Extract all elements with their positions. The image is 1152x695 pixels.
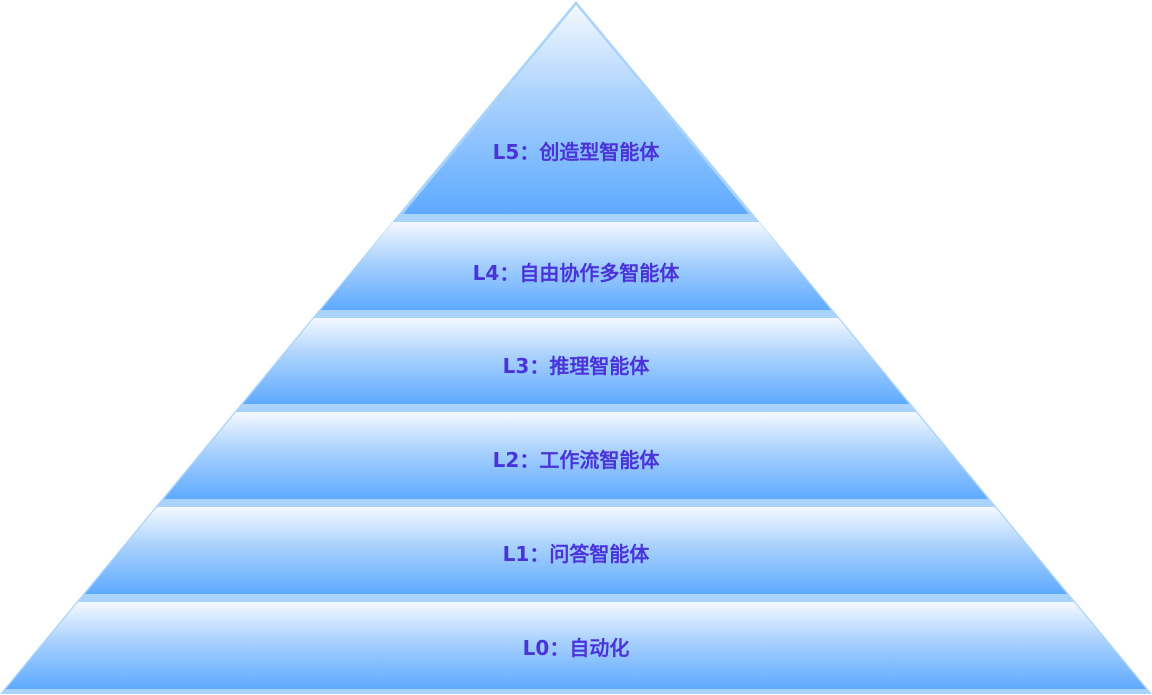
layer-l5-label: L5：创造型智能体 <box>492 140 660 164</box>
layer-l2-shape <box>164 412 988 499</box>
layer-l4-label: L4：自由协作多智能体 <box>472 261 680 285</box>
layer-l1-shape <box>85 507 1067 594</box>
layer-l0-label: L0：自动化 <box>522 636 630 660</box>
layer-l1-label: L1：问答智能体 <box>502 542 650 566</box>
layer-l0-shape <box>6 602 1146 689</box>
layer-l2-label: L2：工作流智能体 <box>492 448 660 472</box>
layer-l3-label: L3：推理智能体 <box>502 354 650 378</box>
layer-l4-shape <box>321 222 831 310</box>
layer-l3-shape <box>243 318 909 404</box>
layer-l5-shape <box>403 5 749 214</box>
